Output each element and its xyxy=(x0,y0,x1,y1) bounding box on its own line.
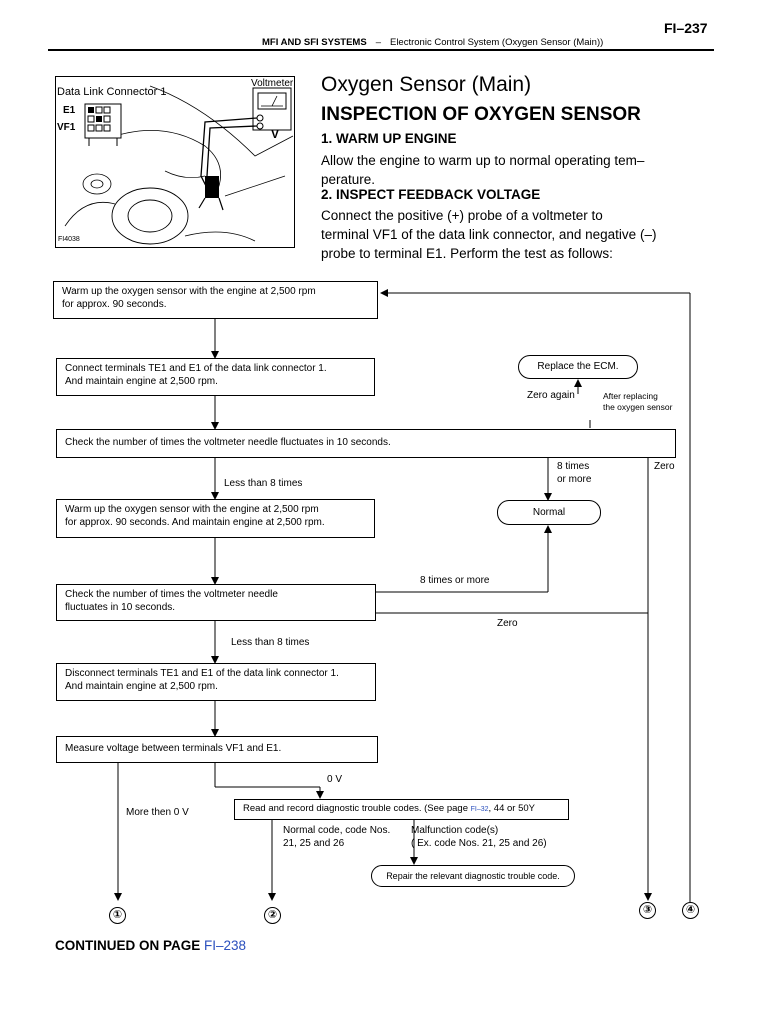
vf1-label: VF1 xyxy=(57,122,76,133)
box-disconnect-terminals: Disconnect terminals TE1 and E1 of the d… xyxy=(56,663,376,701)
header-section: Electronic Control System (Oxygen Sensor… xyxy=(389,37,604,48)
header-dash: – xyxy=(375,37,381,48)
eight-or-more-label-2: 8 times or more xyxy=(420,575,490,586)
box-check-fluctuations-2: Check the number of times the voltmeter … xyxy=(56,584,376,621)
less-than-8-label-1: Less than 8 times xyxy=(224,478,303,489)
box-line: for approx. 90 seconds. And maintain eng… xyxy=(65,517,325,528)
box-line: Disconnect terminals TE1 and E1 of the d… xyxy=(65,668,339,679)
box-line: Check the number of times the voltmeter … xyxy=(65,437,391,448)
zero-label-1: Zero xyxy=(654,461,675,472)
normal-code-label: Normal code, code Nos. 21, 25 and 26 xyxy=(283,824,390,850)
page-number: FI–237 xyxy=(664,20,708,36)
engine-voltmeter-drawing xyxy=(55,76,295,248)
fi-32-link[interactable]: FI–32 xyxy=(470,806,489,813)
box-line: And maintain engine at 2,500 rpm. xyxy=(65,376,218,387)
label-line: Normal code, code Nos. xyxy=(283,825,391,836)
step-2-line: terminal VF1 of the data link connector,… xyxy=(321,227,657,242)
voltmeter-v-label: V xyxy=(271,127,280,141)
box-line: Measure voltage between terminals VF1 an… xyxy=(65,743,282,754)
read-codes-suffix: , 44 or 50Y xyxy=(488,803,536,814)
box-line: Warm up the oxygen sensor with the engin… xyxy=(62,286,316,297)
eight-or-more-label-1: 8 times or more xyxy=(557,460,591,486)
label-line: or more xyxy=(557,474,592,485)
header-rule xyxy=(48,49,714,51)
step-2-text: Connect the positive (+) probe of a volt… xyxy=(321,206,711,263)
box-connect-terminals: Connect terminals TE1 and E1 of the data… xyxy=(56,358,375,396)
less-than-8-label-2: Less than 8 times xyxy=(231,637,310,648)
box-read-codes: Read and record diagnostic trouble codes… xyxy=(234,799,569,820)
continued-text: CONTINUED ON PAGE xyxy=(55,938,205,953)
step-1-heading: 1. WARM UP ENGINE xyxy=(321,131,457,146)
normal-terminal: Normal xyxy=(497,500,601,525)
connector-label: Data Link Connector 1 xyxy=(57,86,167,98)
label-line: 8 times xyxy=(557,461,590,472)
box-warm-up-2: Warm up the oxygen sensor with the engin… xyxy=(56,499,375,538)
e1-label: E1 xyxy=(63,105,76,116)
box-check-fluctuations-1: Check the number of times the voltmeter … xyxy=(56,429,676,458)
fi-238-link[interactable]: FI–238 xyxy=(204,938,247,953)
connector-3: ③ xyxy=(639,902,656,919)
section-title: INSPECTION OF OXYGEN SENSOR xyxy=(321,104,641,125)
box-line: And maintain engine at 2,500 rpm. xyxy=(65,681,218,692)
step-1-line: perature. xyxy=(321,172,376,187)
connector-1: ① xyxy=(109,907,126,924)
zero-again-label: Zero again xyxy=(527,390,575,401)
box-line: Check the number of times the voltmeter … xyxy=(65,589,278,600)
step-2-heading: 2. INSPECT FEEDBACK VOLTAGE xyxy=(321,187,541,202)
after-replacing-line: After replacing xyxy=(603,391,658,401)
zero-label-2: Zero xyxy=(497,618,518,629)
page-title: Oxygen Sensor (Main) xyxy=(321,73,532,96)
step-2-line: Connect the positive (+) probe of a volt… xyxy=(321,208,603,223)
after-replacing-line: the oxygen sensor xyxy=(603,402,673,412)
label-line: ( Ex. code Nos. 21, 25 and 26) xyxy=(411,838,547,849)
box-line: for approx. 90 seconds. xyxy=(62,299,167,310)
continued-footer: CONTINUED ON PAGE FI–238 xyxy=(55,938,246,953)
voltmeter-label: Voltmeter xyxy=(251,78,294,89)
connector-2: ② xyxy=(264,907,281,924)
oxygen-sensor-illustration: Data Link Connector 1 Voltmeter E1 VF1 V… xyxy=(55,76,295,248)
replace-ecm-terminal: Replace the ECM. xyxy=(518,355,638,379)
figure-id: FI4038 xyxy=(58,236,80,243)
step-1-text: Allow the engine to warm up to normal op… xyxy=(321,151,711,189)
read-codes-text: Read and record diagnostic trouble codes… xyxy=(243,803,471,814)
running-header: MFI AND SFI SYSTEMS–Electronic Control S… xyxy=(262,37,603,48)
step-2-line: probe to terminal E1. Perform the test a… xyxy=(321,246,613,261)
label-line: 21, 25 and 26 xyxy=(283,838,345,849)
box-line: Warm up the oxygen sensor with the engin… xyxy=(65,504,319,515)
step-1-line: Allow the engine to warm up to normal op… xyxy=(321,153,645,168)
repair-code-terminal: Repair the relevant diagnostic trouble c… xyxy=(371,865,575,887)
box-line: Connect terminals TE1 and E1 of the data… xyxy=(65,363,327,374)
label-line: Malfunction code(s) xyxy=(411,825,499,836)
connector-4: ④ xyxy=(682,902,699,919)
box-line: fluctuates in 10 seconds. xyxy=(65,602,176,613)
header-system: MFI AND SFI SYSTEMS xyxy=(262,37,367,48)
after-replacing-label: After replacing the oxygen sensor xyxy=(603,391,672,413)
malfunction-code-label: Malfunction code(s) ( Ex. code Nos. 21, … xyxy=(411,824,547,850)
box-measure-voltage: Measure voltage between terminals VF1 an… xyxy=(56,736,378,763)
more-than-zero-volt-label: More then 0 V xyxy=(126,807,189,818)
zero-volt-label: 0 V xyxy=(327,774,343,785)
box-warm-up-1: Warm up the oxygen sensor with the engin… xyxy=(53,281,378,319)
